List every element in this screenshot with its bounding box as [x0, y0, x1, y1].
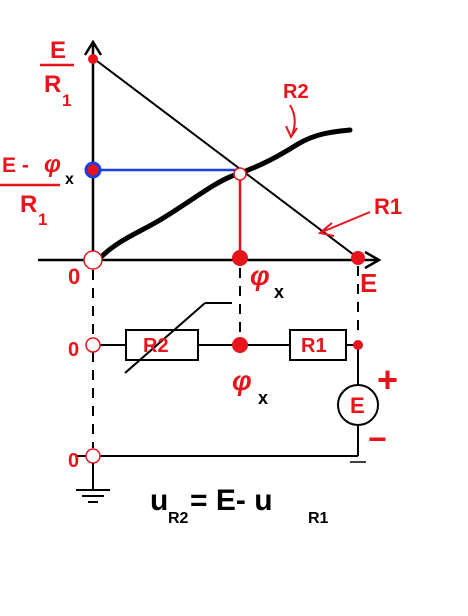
circuit-left-node	[85, 337, 101, 353]
equation-u: u	[150, 484, 168, 517]
e-over-r1-point	[88, 54, 98, 64]
r1-pointer-line	[321, 211, 371, 233]
r1-pointer-arrowhead	[317, 222, 335, 237]
label-x-phi: φ	[250, 260, 270, 291]
r2-pointer-arrow	[289, 104, 296, 136]
equation-sub-r2: R2	[168, 510, 189, 527]
equation-sub-r1: R1	[308, 510, 329, 527]
label-top-denominator-sub: 1	[62, 91, 71, 110]
operating-point	[233, 167, 247, 181]
phi-x-axis-point	[232, 250, 248, 266]
label-minus: −	[368, 421, 387, 457]
label-line-r1: R1	[374, 194, 402, 219]
equation-middle: = E- u	[190, 484, 273, 517]
label-circuit-zero: 0	[68, 339, 79, 361]
resistor-r1	[289, 329, 347, 361]
label-mid-denominator: R	[20, 191, 37, 218]
resistor-r2	[125, 329, 199, 361]
label-mid-phi-sub: x	[65, 171, 74, 188]
label-node-phi: φ	[232, 365, 252, 396]
r2-characteristic-curve	[97, 127, 353, 261]
label-mid-numerator: E -	[2, 154, 29, 177]
r2-strike-line	[124, 302, 206, 374]
label-source: E	[350, 393, 365, 418]
x-axis-arrowhead	[364, 250, 382, 270]
circuit-middle-node	[232, 337, 248, 353]
origin-point	[83, 250, 103, 270]
label-resistor-r1: R1	[301, 335, 327, 357]
label-x-phi-sub: x	[274, 282, 284, 302]
label-plus: +	[377, 359, 398, 400]
y-intercept-point	[84, 161, 102, 179]
r1-load-line	[92, 57, 359, 259]
e-axis-point	[351, 251, 365, 265]
label-origin-zero: 0	[68, 264, 80, 289]
label-top-denominator: R	[44, 71, 61, 98]
label-top-numerator: E	[50, 37, 66, 64]
circuit-ground-node	[85, 448, 101, 464]
label-node-phi-sub: x	[258, 388, 268, 408]
label-curve-r2: R2	[283, 81, 309, 103]
circuit-right-node	[353, 340, 363, 350]
label-ground-zero: 0	[68, 450, 79, 472]
label-resistor-r2: R2	[143, 335, 169, 357]
y-axis-arrowhead	[83, 39, 103, 56]
label-x-end: E	[360, 268, 377, 298]
label-mid-phi: φ	[44, 151, 61, 178]
label-mid-denominator-sub: 1	[38, 210, 47, 229]
r2-pointer-arrowhead	[285, 125, 298, 140]
